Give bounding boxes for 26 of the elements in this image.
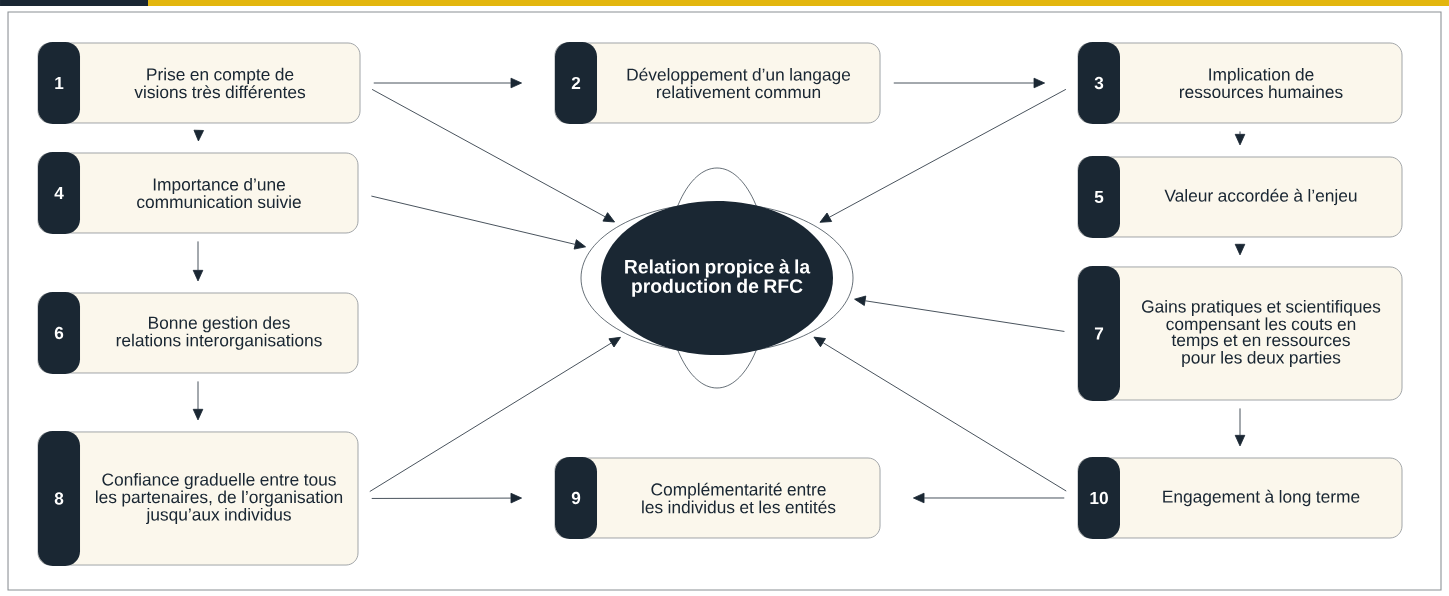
arrow bbox=[893, 77, 1045, 89]
numbered-box: 10 Engagement à long terme bbox=[1077, 457, 1403, 539]
numbered-box: 5 Valeur accordée à l’enjeu bbox=[1077, 156, 1403, 238]
arrow bbox=[371, 492, 522, 504]
arrow bbox=[192, 381, 204, 421]
arrow bbox=[369, 336, 621, 492]
numbered-box: 9 Complémentarité entre les individus et les entités bbox=[554, 457, 881, 539]
arrow bbox=[813, 336, 1067, 492]
numbered-box: 2 Développement d’un langage relativement commun bbox=[554, 42, 881, 124]
arrow bbox=[371, 195, 586, 250]
numbered-box: 1 Prise en compte de visions très différentes bbox=[37, 42, 361, 124]
numbered-box: 7 Gains pratiques et scientifiques compensant les couts en temps et en ressources pour les deux parties bbox=[1077, 266, 1403, 401]
arrow bbox=[1234, 408, 1246, 447]
numbered-box: 6 Bonne gestion des relations interorganisations bbox=[37, 292, 359, 374]
arrow bbox=[371, 89, 615, 223]
numbered-box: 3 Implication de ressources humaines bbox=[1077, 42, 1403, 124]
arrow bbox=[373, 77, 522, 89]
arrow bbox=[193, 129, 204, 142]
arrow bbox=[913, 492, 1065, 504]
arrow bbox=[192, 241, 204, 282]
arrow bbox=[819, 88, 1067, 223]
arrow bbox=[1234, 243, 1246, 256]
numbered-box: 4 Importance d’une communication suivie bbox=[37, 152, 359, 234]
arrow bbox=[854, 295, 1065, 332]
numbered-box: 8 Confiance graduelle entre tous les partenaires, de l’organisation jusqu’aux individus bbox=[37, 431, 359, 566]
arrow bbox=[1234, 131, 1246, 146]
